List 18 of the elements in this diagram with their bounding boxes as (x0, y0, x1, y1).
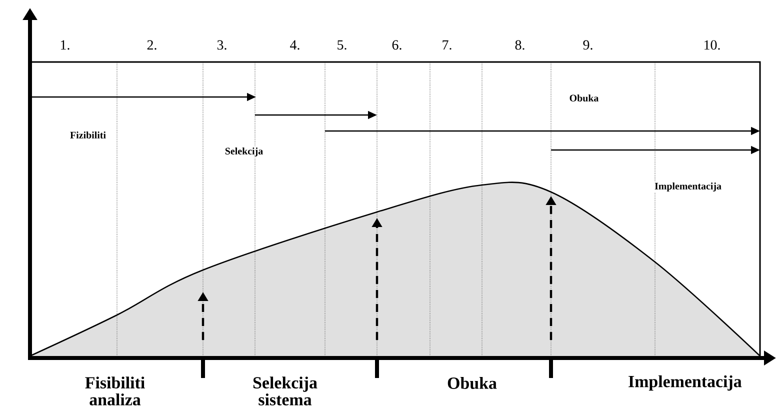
step-number: 5. (338, 40, 346, 50)
step-number: 1. (61, 40, 70, 50)
phase-label: Obuka (568, 93, 600, 102)
step-number: 2. (147, 40, 156, 50)
phase-label: Fizibiliti (69, 130, 107, 140)
step-number: 9. (583, 40, 592, 50)
stage-label: Selekcija sistema (253, 376, 318, 406)
step-number: 10. (704, 40, 720, 50)
step-number: 8. (515, 40, 524, 50)
phase-label: Implementacija (654, 181, 722, 192)
phase-label: Selekcija (224, 146, 264, 158)
stage-label: Obuka (448, 377, 497, 389)
step-number: 4. (290, 40, 300, 50)
stage-label: Fisibiliti analiza (85, 376, 145, 406)
step-number: 6. (392, 40, 402, 50)
step-number: 7. (442, 40, 452, 50)
stage-label: Implementacija (628, 375, 742, 391)
step-number: 3. (217, 40, 226, 50)
